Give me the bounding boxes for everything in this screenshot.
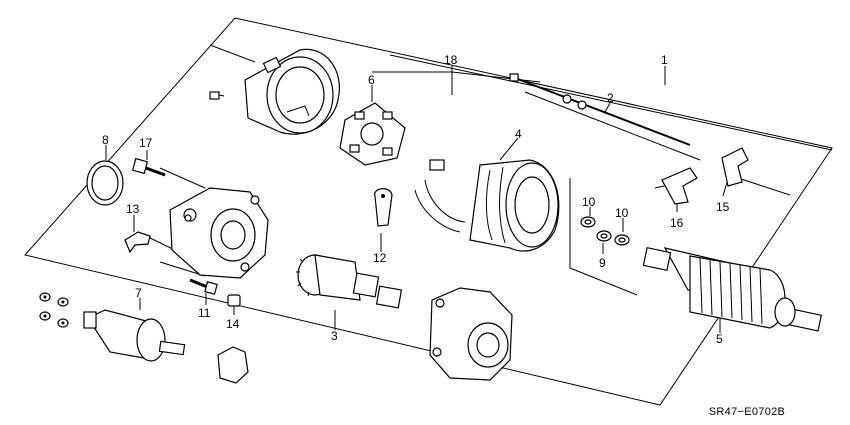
leader-lines: [105, 44, 833, 333]
label-9: 9: [599, 256, 606, 270]
label-5: 5: [716, 332, 723, 346]
label-8: 8: [102, 133, 109, 147]
nut-14-part: [227, 294, 241, 307]
label-12: 12: [373, 251, 387, 265]
terminal-part: [374, 188, 393, 227]
label-14: 14: [226, 317, 240, 331]
label-7: 7: [135, 286, 142, 300]
label-1: 1: [661, 53, 668, 67]
solenoid-part: [83, 309, 186, 362]
bolt-17-part: [131, 157, 166, 177]
field-coil-yoke-part: [414, 159, 560, 252]
part-labels: 1 2 3 4 5 6 7 8 9 10 10 11 12 13 14 15 1…: [102, 53, 730, 346]
bolt-11-part: [189, 278, 218, 295]
o-ring-part: [86, 160, 124, 206]
label-11: 11: [198, 306, 211, 320]
label-17: 17: [139, 136, 153, 150]
label-15: 15: [716, 200, 730, 214]
through-bolt-part: [509, 73, 701, 161]
brush-holder-part: [339, 102, 406, 166]
screw-small-top: [209, 91, 225, 100]
overrunning-clutch-part: [296, 254, 403, 309]
label-13: 13: [126, 202, 140, 216]
diagram-code: SR47−E0702B: [709, 406, 785, 418]
small-nuts: [39, 292, 69, 328]
plunger-part: [217, 346, 249, 384]
lever-13-part: [124, 231, 151, 254]
label-6: 6: [368, 73, 375, 87]
label-16: 16: [670, 216, 684, 230]
label-2: 2: [607, 91, 614, 105]
label-10b: 10: [615, 206, 629, 220]
label-18: 18: [444, 53, 458, 67]
label-10a: 10: [582, 195, 596, 209]
drive-end-housing: [429, 287, 513, 381]
label-4: 4: [515, 127, 522, 141]
rear-cover: [244, 48, 340, 135]
gear-housing: [169, 187, 269, 279]
armature-part: [642, 246, 823, 332]
bracket-parts: [661, 147, 749, 205]
label-3: 3: [331, 329, 338, 343]
washer-parts: [580, 216, 630, 246]
